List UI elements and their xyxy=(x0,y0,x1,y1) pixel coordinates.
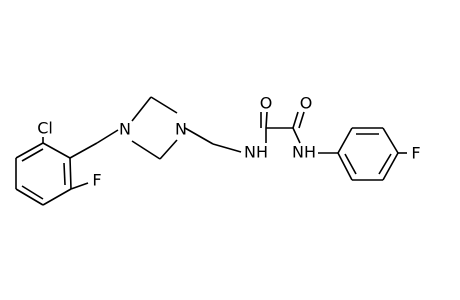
bond-ch2-ch2 xyxy=(212,143,242,153)
bond-c-o-right-2 xyxy=(298,111,305,129)
bond-ring-f xyxy=(70,182,89,190)
bond-ch2-n xyxy=(96,129,119,144)
chlorine-atom-label: Cl xyxy=(37,119,53,138)
bond-n-ch2 xyxy=(184,127,214,145)
fluorine-atom-label-right: F xyxy=(411,144,420,163)
bond-c-nh xyxy=(292,127,301,144)
piperazine-ring xyxy=(131,96,178,160)
bond-ring-ch2 xyxy=(69,142,98,159)
chlorofluorophenyl-ring xyxy=(15,142,72,206)
fluorine-atom-label-left: F xyxy=(92,171,101,190)
bond-c-o-left-1 xyxy=(265,111,268,129)
piperazine-nitrogen-right: N xyxy=(175,120,187,139)
amide-nh-left: NH xyxy=(244,143,268,162)
fluorophenyl-ring xyxy=(337,127,399,181)
bond-c-o-right-1 xyxy=(292,111,299,129)
carbonyl-oxygen-right: O xyxy=(300,94,313,113)
carbonyl-oxygen-left: O xyxy=(260,94,273,113)
amide-nh-right: NH xyxy=(292,143,316,162)
piperazine-nitrogen-left: N xyxy=(119,120,131,139)
